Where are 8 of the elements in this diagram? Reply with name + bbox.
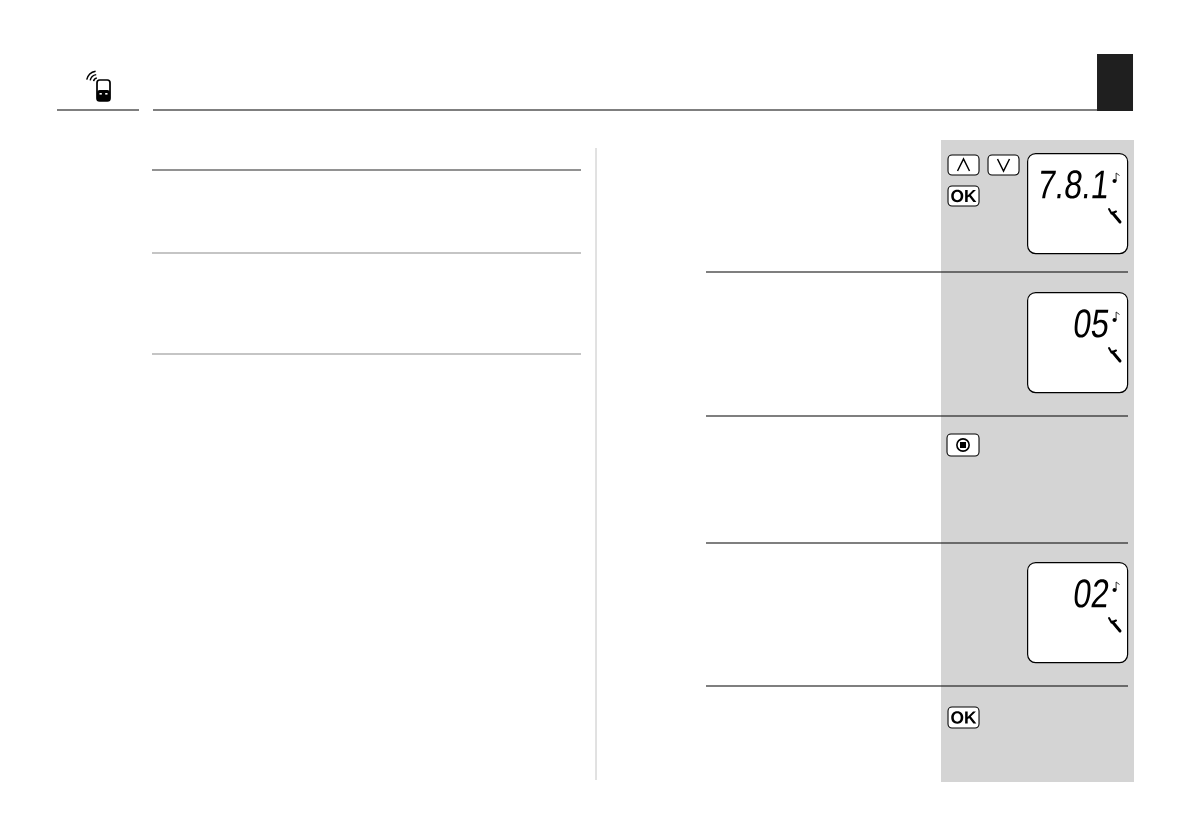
up-button bbox=[947, 154, 980, 176]
ok-button: OK bbox=[947, 185, 980, 207]
stop-button bbox=[946, 433, 980, 457]
down-button bbox=[987, 154, 1020, 176]
lcd-display: 7.8.1 bbox=[1027, 153, 1129, 255]
lcd-display: 02 bbox=[1027, 562, 1129, 664]
lcd-display: 05 bbox=[1027, 292, 1129, 394]
ok-button: OK bbox=[947, 706, 980, 729]
